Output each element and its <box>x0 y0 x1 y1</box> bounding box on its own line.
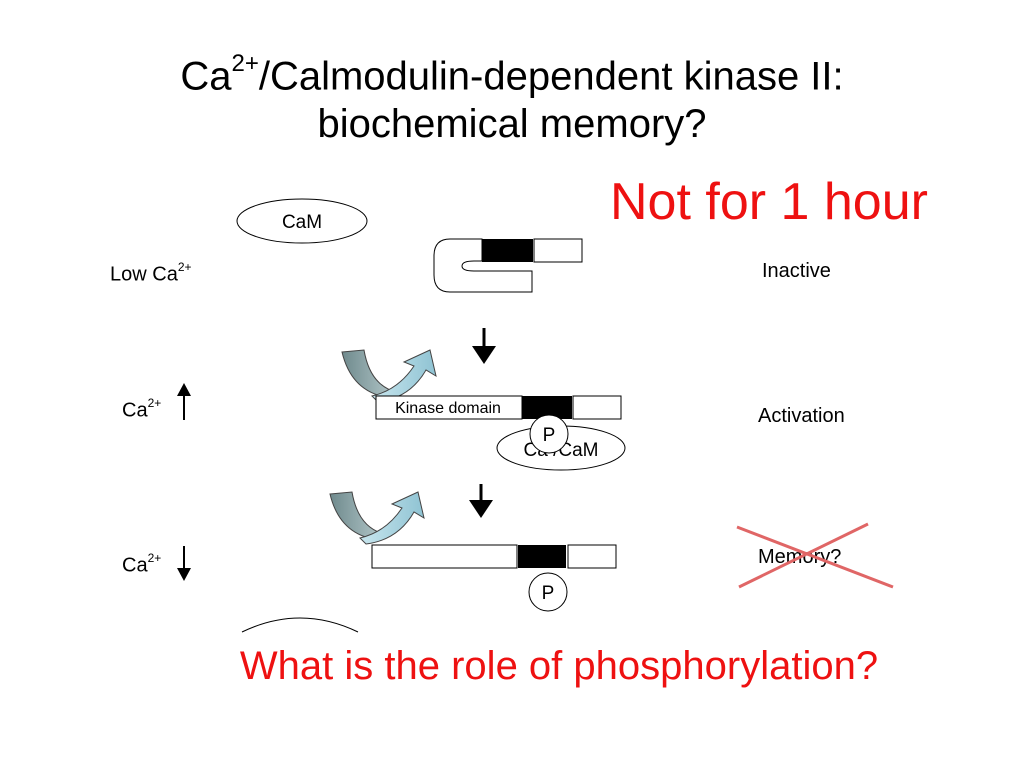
phosphate-label-active: P <box>543 425 556 446</box>
low-calcium-label: Low Ca2+ <box>110 260 192 286</box>
curved-arrows-2 <box>329 491 425 545</box>
calcium-down-arrow <box>177 546 191 581</box>
slide-title: Ca2+/Calmodulin-dependent kinase II: bio… <box>0 44 1024 148</box>
phosphorylation-question: What is the role of phosphorylation? <box>239 644 879 688</box>
association-domain-memory <box>567 544 617 569</box>
regulatory-segment-inactive <box>482 239 533 262</box>
title-line-2: biochemical memory? <box>317 102 707 147</box>
folded-kinase-domain <box>433 238 533 293</box>
departing-cam-arc <box>241 617 359 633</box>
association-domain-active <box>572 395 622 420</box>
inactive-state-label: Inactive <box>762 260 831 282</box>
kinase-domain-memory <box>371 544 518 569</box>
kinase-domain-label: Kinase domain <box>395 400 501 417</box>
down-arrow-2 <box>469 484 493 518</box>
cam-oval <box>236 198 368 244</box>
phosphate-circle-active <box>529 414 569 454</box>
calcium-fall-label: Ca2+ <box>122 551 162 577</box>
curved-arrows-1 <box>341 349 437 403</box>
cam-label: CaM <box>282 212 322 233</box>
regulatory-segment-memory <box>518 545 566 568</box>
down-arrow-1 <box>472 328 496 364</box>
title-line-1: Ca2+/Calmodulin-dependent kinase II: <box>180 50 844 99</box>
phosphate-circle-memory <box>528 572 568 612</box>
activation-state-label: Activation <box>758 405 845 427</box>
calcium-up-arrow <box>177 383 191 420</box>
association-domain-inactive <box>533 238 583 263</box>
memory-cross-out <box>736 522 894 589</box>
not-for-1-hour-callout: Not for 1 hour <box>610 173 928 231</box>
regulatory-segment-active <box>522 396 572 419</box>
phosphate-label-memory: P <box>542 583 555 604</box>
calcium-rise-label: Ca2+ <box>122 396 162 422</box>
